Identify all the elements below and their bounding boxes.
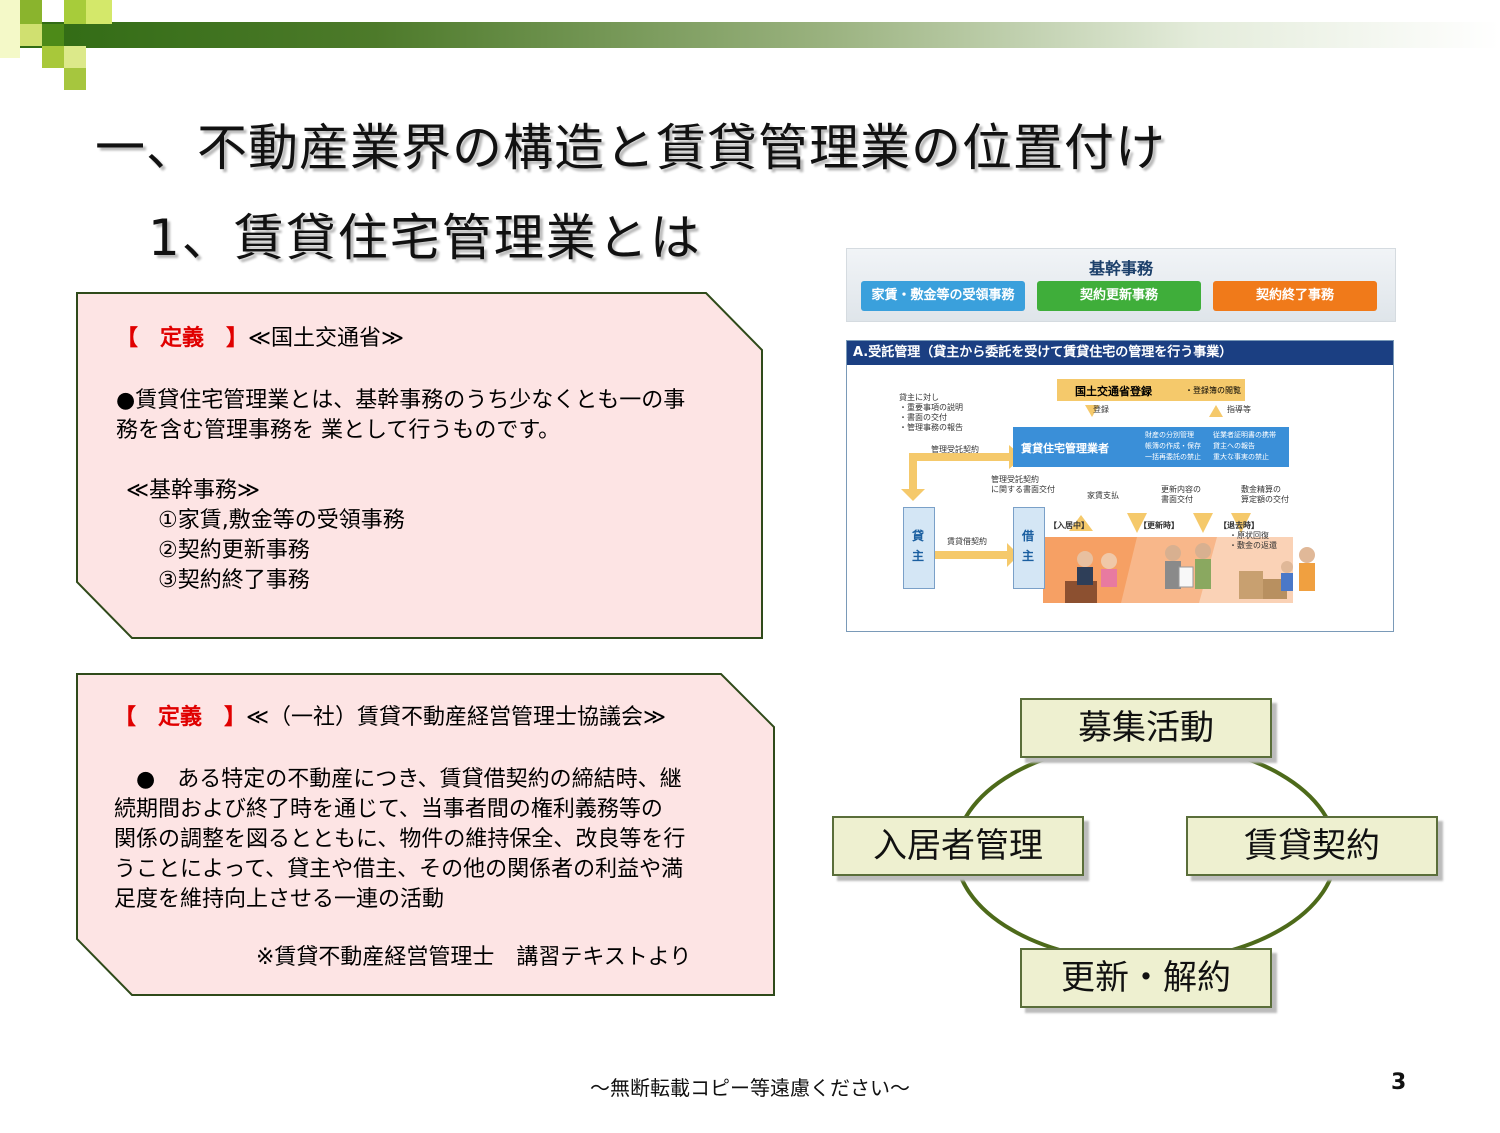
definition-box-shape [76,292,763,639]
kikan-panel-title: 基幹事務 [1088,259,1153,278]
definition-line: 務を含む管理事務を 業として行うものです。 [116,418,561,443]
owner-box: 貸主 [903,507,935,589]
guidance-flow-label: 指導等 [1227,405,1251,414]
footer-notice: ～無断転載コピー等遠慮ください～ [590,1076,910,1100]
manager-duty: 重大な事実の禁止 [1213,453,1269,461]
management-illustration: 基幹事務 家賃・敷金等の受領事務 契約更新事務 契約終了事務 A.受託管理（貸主… [846,248,1396,632]
owner-note: ・書面の交付 [899,413,947,422]
tenant-doc: 管理受託契約 [991,475,1039,484]
definition-line: ● ある特定の不動産につき、賃貸借契約の締結時、継 [114,767,682,792]
header-decoration [42,46,64,68]
renewal-docs: 更新内容の 書面交付 [1161,485,1201,505]
registration-flow-label: 登録 [1093,405,1109,414]
definition-text: ● ある特定の不動産につき、賃貸借契約の締結時、継 続期間および終了時を通じて、… [114,765,685,915]
header-decoration [42,24,64,46]
definition-line: ●賃貸住宅管理業とは、基幹事務のうち少なくとも一の事 [116,388,686,413]
registration-label: 国土交通省登録 [1075,385,1152,398]
stage-label-living: 【入居中】 [1049,521,1089,530]
manager-duty: 従業者証明書の携帯 [1213,431,1276,439]
deposit-doc: 敷金精算の [1241,485,1281,494]
definition-box-mlit: 【 定義 】≪国土交通省≫ ●賃貸住宅管理業とは、基幹事務のうち少なくとも一の事… [76,292,764,640]
contract-label: 管理受託契約 [931,445,979,454]
stage-label-renewal: 【更新時】 [1139,521,1179,530]
cycle-step-lease-contract: 賃貸契約 [1186,816,1438,876]
kikan-item: ③契約終了事務 [158,568,310,593]
owner-note: ・重要事項の説明 [899,403,963,412]
header-decoration [20,0,42,24]
header-decoration [64,0,86,24]
definition-tag: 【 定義 】 [114,705,247,730]
rent-payment-label: 家賃支払 [1087,491,1119,500]
kikan-list: ①家賃,敷金等の受領事務 ②契約更新事務 ③契約終了事務 [158,506,405,596]
definition-source: ≪国土交通省≫ [248,326,405,351]
cycle-step-tenant-management: 入居者管理 [832,816,1084,876]
owner-note: ・管理事務の報告 [899,423,963,432]
header-decoration [64,46,86,68]
definition-box-shape [76,673,775,996]
kikan-button-termination: 契約終了事務 [1213,281,1377,311]
section-subtitle: 1、賃貸住宅管理業とは [148,209,702,267]
definition-box-council: 【 定義 】≪（一社）賃貸不動産経営管理士協議会≫ ● ある特定の不動産につき、… [76,673,776,997]
definition-line: うことによって、貸主や借主、その他の関係者の利益や満 [114,857,684,882]
header-decoration [0,0,20,58]
header-gradient-bar [0,22,1500,48]
lease-label: 賃貸借契約 [947,537,987,546]
renewal-doc: 書面交付 [1161,495,1193,504]
kikan-heading: ≪基幹事務≫ [126,478,261,503]
manager-duty: 帳簿の作成・保存 [1145,442,1201,450]
kikan-button-rent: 家賃・敷金等の受領事務 [861,281,1025,311]
definition-line: 続期間および終了時を通じて、当事者間の権利義務等の [114,797,663,822]
definition-line: 関係の調整を図るとともに、物件の維持保全、改良等を行 [114,827,686,852]
source-note: ※賃貸不動産経営管理士 講習テキストより [256,945,692,970]
manager-box: 賃貸住宅管理業者 財産の分別管理 帳簿の作成・保存 一括再委託の禁止 従業者証明… [1013,427,1289,467]
tenant-doc: に関する書面交付 [991,485,1055,494]
manager-duties-right: 従業者証明書の携帯 貸主への報告 重大な事実の禁止 [1213,430,1285,463]
manager-duty: 貸主への報告 [1213,442,1255,450]
registration-box: 国土交通省登録 ・登録簿の閲覧 [1057,379,1245,401]
flow-arrows [901,405,1315,603]
header-decoration [20,24,42,46]
registration-note: ・登録簿の閲覧 [1185,386,1241,395]
renewal-doc: 更新内容の [1161,485,1201,494]
cycle-step-renewal-termination: 更新・解約 [1020,948,1272,1008]
manager-label: 賃貸住宅管理業者 [1021,442,1109,455]
kikan-panel: 基幹事務 家賃・敷金等の受領事務 契約更新事務 契約終了事務 [846,248,1396,322]
owner-note: 貸主に対し [899,393,939,402]
definition-text: ●賃貸住宅管理業とは、基幹事務のうち少なくとも一の事 務を含む管理事務を 業とし… [116,386,685,446]
definition-line: 足度を維持向上させる一連の活動 [114,887,445,912]
owner-label: 貸主 [912,529,925,563]
deposit-docs: 敷金精算の 算定額の交付 [1241,485,1289,505]
page-number: 3 [1391,1070,1407,1095]
kikan-item: ①家賃,敷金等の受領事務 [158,508,405,533]
flow-panel-title: A.受託管理（貸主から委託を受けて賃貸住宅の管理を行う事業） [847,341,1393,365]
header-decoration [64,68,86,90]
header-decoration [86,0,112,24]
tenant-label: 借主 [1022,529,1035,563]
manager-duty: 一括再委託の禁止 [1145,453,1201,461]
exit-item: ・敷金の返還 [1229,541,1277,550]
manager-duty: 財産の分別管理 [1145,431,1194,439]
manager-duties-left: 財産の分別管理 帳簿の作成・保存 一括再委託の禁止 [1145,430,1205,463]
tenant-box: 借主 [1013,507,1045,589]
exit-item: ・原状回復 [1229,531,1269,540]
owner-notes: 貸主に対し ・重要事項の説明 ・書面の交付 ・管理事務の報告 [899,393,963,433]
definition-source: ≪（一社）賃貸不動産経営管理士協議会≫ [246,705,667,730]
tenant-docs: 管理受託契約 に関する書面交付 [991,475,1055,495]
deposit-doc: 算定額の交付 [1241,495,1289,504]
flow-panel: A.受託管理（貸主から委託を受けて賃貸住宅の管理を行う事業） 国土交通省登録 ・… [846,340,1394,632]
stage-label-exit: 【退去時】 [1219,521,1259,530]
kikan-button-renewal: 契約更新事務 [1037,281,1201,311]
cycle-step-recruitment: 募集活動 [1020,698,1272,758]
definition-tag: 【 定義 】 [116,326,249,351]
exit-items: ・原状回復 ・敷金の返還 [1229,531,1277,551]
page-title: 一、不動産業界の構造と賃貸管理業の位置付け [95,119,1166,177]
kikan-item: ②契約更新事務 [158,538,310,563]
